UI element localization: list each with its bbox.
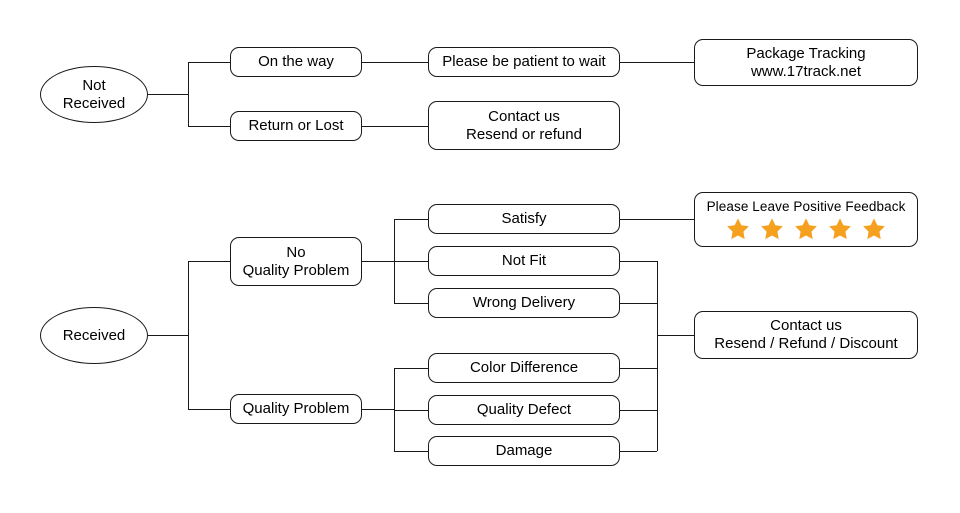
connector-return-to-contact [362, 126, 428, 127]
connector-satisfy-to-feedback [620, 219, 694, 220]
connector-quality-defect-merge [620, 410, 657, 411]
star-icon[interactable] [861, 216, 887, 242]
connector-qp-to-color-difference [394, 368, 428, 369]
node-quality-problem[interactable]: Quality Problem [230, 394, 362, 424]
connector-merge-bus [657, 261, 658, 451]
connector-wrong-delivery-merge [620, 303, 657, 304]
connector-nqp-to-wrong-delivery [394, 303, 428, 304]
node-wrong-delivery-label: Wrong Delivery [472, 294, 576, 311]
star-rating[interactable] [725, 216, 887, 242]
connector-qp-to-quality-defect [394, 410, 428, 411]
node-contact-resend-refund-label: Contact us Resend or refund [466, 107, 582, 143]
node-positive-feedback[interactable]: Please Leave Positive Feedback [694, 192, 918, 247]
node-color-difference-label: Color Difference [469, 359, 579, 376]
node-please-be-patient-label: Please be patient to wait [442, 53, 606, 70]
connector-to-on-the-way [188, 62, 230, 63]
connector-not-fit-merge [620, 261, 657, 262]
connector-nqp-to-satisfy [394, 219, 428, 220]
node-received[interactable]: Received [40, 307, 148, 364]
star-icon[interactable] [725, 216, 751, 242]
node-contact-resend-refund-discount[interactable]: Contact us Resend / Refund / Discount [694, 311, 918, 359]
node-quality-defect-label: Quality Defect [476, 401, 572, 418]
connector-color-difference-merge [620, 368, 657, 369]
node-not-fit-label: Not Fit [501, 252, 547, 269]
node-return-or-lost[interactable]: Return or Lost [230, 111, 362, 141]
connector-not-received-bracket [188, 62, 189, 126]
connector-nqp-stem [362, 261, 394, 262]
node-package-tracking-label: Package Tracking www.17track.net [746, 44, 866, 80]
node-not-received[interactable]: Not Received [40, 66, 148, 123]
node-not-received-label: Not Received [62, 76, 126, 112]
node-package-tracking[interactable]: Package Tracking www.17track.net [694, 39, 918, 86]
star-icon[interactable] [827, 216, 853, 242]
node-no-quality-problem-label: No Quality Problem [242, 243, 350, 279]
node-satisfy-label: Satisfy [501, 210, 547, 227]
connector-not-received-stem [148, 94, 188, 95]
node-not-fit[interactable]: Not Fit [428, 246, 620, 276]
node-damage-label: Damage [495, 442, 553, 459]
connector-received-bracket [188, 261, 189, 409]
connector-qp-stem [362, 409, 394, 410]
star-icon[interactable] [759, 216, 785, 242]
node-return-or-lost-label: Return or Lost [248, 117, 344, 134]
connector-to-no-quality-problem [188, 261, 230, 262]
connector-merge-to-contact [657, 335, 694, 336]
connector-qp-to-damage [394, 451, 428, 452]
connector-nqp-to-not-fit [394, 261, 428, 262]
node-satisfy[interactable]: Satisfy [428, 204, 620, 234]
connector-to-return-or-lost [188, 126, 230, 127]
connector-damage-merge [620, 451, 657, 452]
node-quality-problem-label: Quality Problem [242, 400, 350, 417]
node-quality-defect[interactable]: Quality Defect [428, 395, 620, 425]
connector-received-stem [148, 335, 188, 336]
node-positive-feedback-label: Please Leave Positive Feedback [706, 198, 906, 214]
connector-wait-to-tracking [620, 62, 694, 63]
star-icon[interactable] [793, 216, 819, 242]
node-on-the-way-label: On the way [258, 53, 334, 70]
node-on-the-way[interactable]: On the way [230, 47, 362, 77]
node-received-label: Received [62, 326, 126, 344]
node-contact-resend-refund[interactable]: Contact us Resend or refund [428, 101, 620, 150]
connector-to-quality-problem [188, 409, 230, 410]
node-wrong-delivery[interactable]: Wrong Delivery [428, 288, 620, 318]
node-no-quality-problem[interactable]: No Quality Problem [230, 237, 362, 286]
node-contact-resend-refund-discount-label: Contact us Resend / Refund / Discount [714, 317, 898, 352]
node-please-be-patient[interactable]: Please be patient to wait [428, 47, 620, 77]
node-color-difference[interactable]: Color Difference [428, 353, 620, 383]
connector-on-the-way-to-wait [362, 62, 428, 63]
node-damage[interactable]: Damage [428, 436, 620, 466]
